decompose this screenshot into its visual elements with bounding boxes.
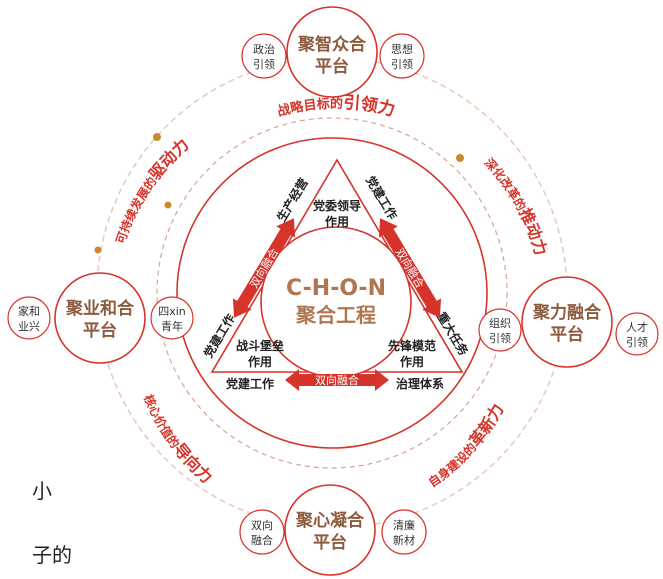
svg-text:平台: 平台 — [550, 324, 584, 345]
svg-text:新材: 新材 — [393, 533, 415, 547]
tri-bottom-right-inner-2: 作用 — [400, 354, 424, 369]
main-red-ring — [176, 137, 488, 449]
arc-label-lower-right: 自身建设的革新力 — [425, 401, 507, 490]
svg-text:平台: 平台 — [315, 56, 349, 77]
tri-bottom-left-base: 党建工作 — [226, 376, 274, 391]
double-arrow-bottom: 双向融合 — [285, 369, 389, 391]
svg-text:引领: 引领 — [626, 335, 648, 349]
svg-text:家和: 家和 — [18, 304, 40, 318]
tri-left-edge-bottom: 党建工作 — [200, 311, 238, 360]
svg-text:引领: 引领 — [253, 57, 275, 71]
gold-dot — [456, 154, 464, 162]
hub-right: 聚力融合 平台 组织 引领 人才 引领 — [478, 276, 659, 368]
svg-text:引领: 引领 — [391, 57, 413, 71]
svg-text:平台: 平台 — [83, 320, 117, 341]
svg-text:双向: 双向 — [251, 518, 273, 532]
svg-text:人才: 人才 — [626, 320, 648, 334]
arc-label-upper-left: 可持续发展的驱动力 — [113, 135, 192, 246]
svg-text:引领: 引领 — [489, 331, 511, 345]
inner-dashed-ring — [156, 117, 508, 469]
inner-circle — [260, 226, 412, 378]
hub-top: 聚智众合 平台 政治 引领 思想 引领 — [241, 6, 425, 98]
tri-top-inner-1: 党委领导 — [313, 198, 361, 213]
tri-bottom-left-inner-1: 战斗堡垒 — [236, 338, 284, 353]
svg-text:聚力融合: 聚力融合 — [532, 302, 602, 323]
svg-text:聚心凝合: 聚心凝合 — [295, 510, 365, 531]
hub-left: 聚业和合 平台 家和 业兴 四xin 青年 — [7, 272, 194, 364]
hub-bottom: 聚心凝合 平台 双向 融合 清廉 新材 — [239, 484, 427, 576]
tri-bottom-right-base: 治理体系 — [396, 376, 444, 391]
svg-text:四xin: 四xin — [158, 305, 186, 318]
svg-text:业兴: 业兴 — [18, 320, 40, 333]
svg-text:组织: 组织 — [489, 316, 511, 330]
arc-label-lower-left: 核心价值的导向力 — [141, 392, 216, 487]
center-subtitle: 聚合工程 — [295, 303, 376, 327]
tri-top-inner-2: 作用 — [325, 214, 349, 229]
svg-text:融合: 融合 — [251, 533, 273, 547]
center-title: C-H-O-N — [286, 276, 386, 301]
text-fragment: 小 — [32, 479, 52, 503]
text-fragment: 子的 — [32, 543, 72, 567]
tri-bottom-left-inner-2: 作用 — [248, 354, 272, 369]
svg-text:聚智众合: 聚智众合 — [297, 34, 367, 55]
gold-dot — [164, 201, 172, 209]
svg-text:思想: 思想 — [391, 42, 413, 56]
svg-text:双向融合: 双向融合 — [315, 373, 359, 387]
svg-text:青年: 青年 — [161, 319, 183, 333]
tri-left-edge-top: 生产经营 — [273, 175, 311, 224]
tri-bottom-right-inner-1: 先锋模范 — [388, 338, 436, 353]
arc-label-upper-right: 深化改革的推动力 — [482, 155, 551, 258]
gold-dot — [153, 133, 161, 141]
svg-text:政治: 政治 — [253, 42, 275, 56]
gold-dot — [94, 246, 102, 254]
svg-text:聚业和合: 聚业和合 — [65, 298, 135, 319]
svg-text:清廉: 清廉 — [393, 518, 415, 532]
svg-text:平台: 平台 — [313, 532, 347, 553]
